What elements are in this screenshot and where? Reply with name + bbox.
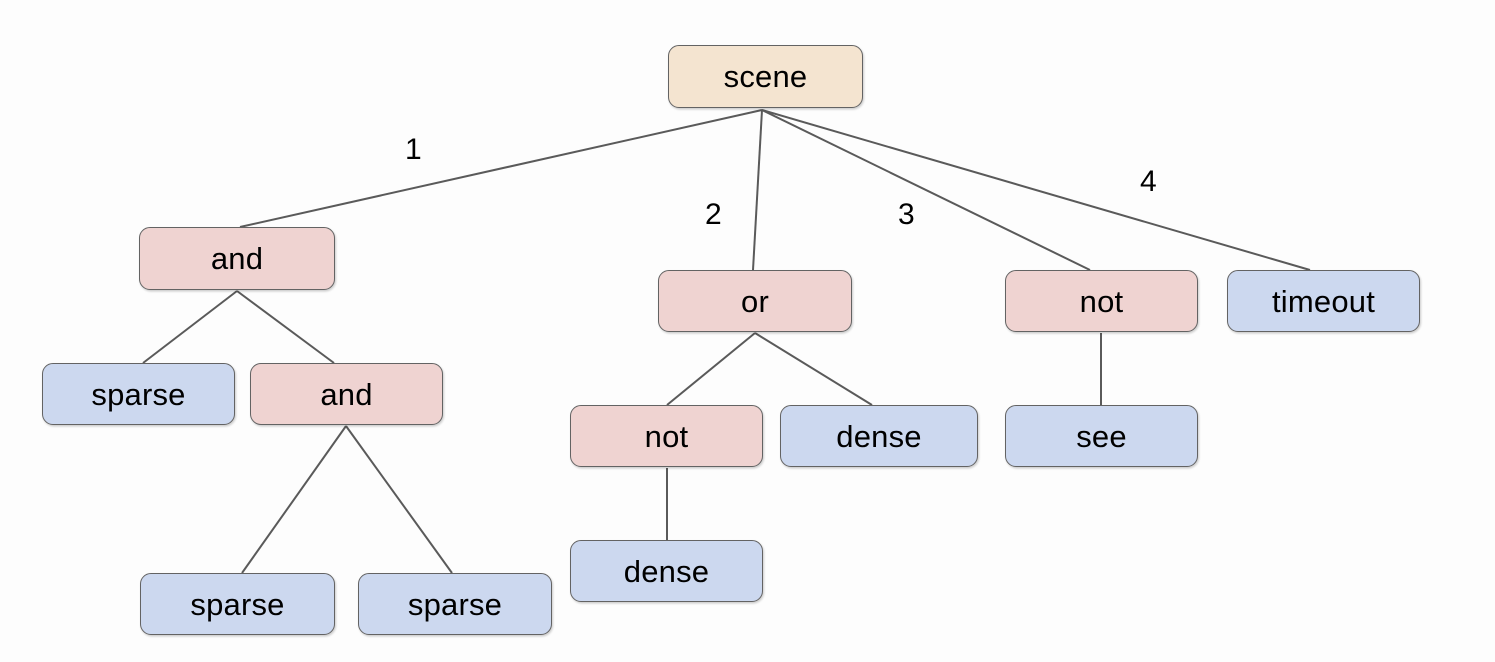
node-label: timeout xyxy=(1271,283,1376,319)
edge-label-3: 3 xyxy=(898,198,915,231)
node-label: dense xyxy=(623,553,710,589)
node-not2[interactable]: not xyxy=(570,405,763,467)
node-label: or xyxy=(741,283,769,319)
node-sparse1[interactable]: sparse xyxy=(42,363,235,425)
node-sparse3[interactable]: sparse xyxy=(358,573,552,635)
edge-and2-to-sparse2 xyxy=(241,425,347,574)
node-label: not xyxy=(644,418,689,454)
node-dense1[interactable]: dense xyxy=(780,405,978,467)
edge-or1-to-not2 xyxy=(666,332,756,406)
node-scene[interactable]: scene xyxy=(668,45,863,108)
edge-or1-to-dense1 xyxy=(754,332,873,406)
node-label: sparse xyxy=(190,586,285,622)
edge-label-2: 2 xyxy=(705,198,722,231)
edge-label-4: 4 xyxy=(1140,165,1157,198)
node-sparse2[interactable]: sparse xyxy=(140,573,335,635)
edge-label-1: 1 xyxy=(405,133,422,166)
node-timeout1[interactable]: timeout xyxy=(1227,270,1420,332)
node-label: scene xyxy=(723,59,808,94)
node-and2[interactable]: and xyxy=(250,363,443,425)
edge-and1-to-and2 xyxy=(236,290,335,364)
node-or1[interactable]: or xyxy=(658,270,852,332)
node-label: and xyxy=(320,376,373,412)
edge-scene-to-or1 xyxy=(752,109,763,271)
edge-and2-to-sparse3 xyxy=(345,425,453,574)
edge-scene-to-not1 xyxy=(761,109,1091,271)
node-and1[interactable]: and xyxy=(139,227,335,290)
node-see1[interactable]: see xyxy=(1005,405,1198,467)
node-label: not xyxy=(1079,283,1124,319)
node-label: and xyxy=(210,241,264,276)
node-not1[interactable]: not xyxy=(1005,270,1198,332)
node-label: sparse xyxy=(91,376,186,412)
node-label: dense xyxy=(836,418,922,454)
node-label: sparse xyxy=(407,586,503,622)
edge-scene-to-timeout1 xyxy=(761,109,1311,271)
node-label: see xyxy=(1076,418,1127,454)
edge-scene-to-and1 xyxy=(239,109,763,228)
edge-and1-to-sparse1 xyxy=(142,290,238,364)
node-dense2[interactable]: dense xyxy=(570,540,763,602)
